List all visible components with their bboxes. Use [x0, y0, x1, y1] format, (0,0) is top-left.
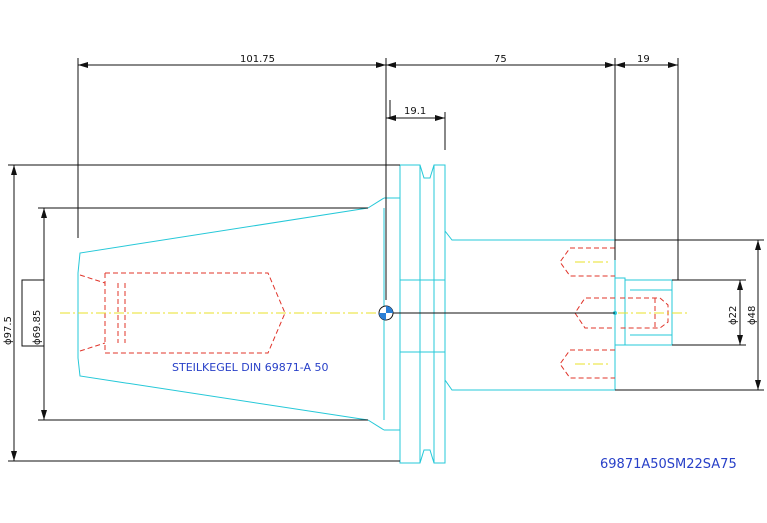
dim-dia-22: ϕ22 — [728, 306, 739, 325]
dimension-lines — [8, 58, 764, 462]
hidden-features — [79, 247, 669, 379]
taper-outline — [77, 207, 369, 421]
taper-standard-label: STEILKEGEL DIN 69871-A 50 — [172, 361, 328, 374]
dim-dia-69-85: ϕ69.85 — [32, 310, 43, 345]
taper-chamfer-top — [367, 197, 385, 209]
dim-19: 19 — [637, 54, 650, 65]
nose-outline — [615, 277, 626, 346]
pullstud-bore — [105, 272, 286, 354]
flange-outline-bottom — [384, 390, 446, 464]
dim-101-75: 101.75 — [240, 54, 275, 65]
pullstud-chamfer-top — [79, 274, 106, 284]
pullstud-chamfer-bottom — [79, 342, 106, 352]
gauge-marker — [378, 305, 394, 321]
part-outline — [77, 164, 673, 464]
dim-dia-97-5: ϕ97.5 — [3, 316, 14, 345]
dim-19-1: 19.1 — [404, 106, 426, 117]
drive-slot — [399, 279, 446, 353]
flange-outline — [384, 164, 446, 231]
dim-75: 75 — [494, 54, 507, 65]
part-code-label: 69871A50SM22SA75 — [600, 457, 737, 472]
dim-dia-48: ϕ48 — [747, 306, 758, 325]
taper-chamfer-bottom — [367, 419, 385, 431]
body-outline — [444, 230, 616, 391]
